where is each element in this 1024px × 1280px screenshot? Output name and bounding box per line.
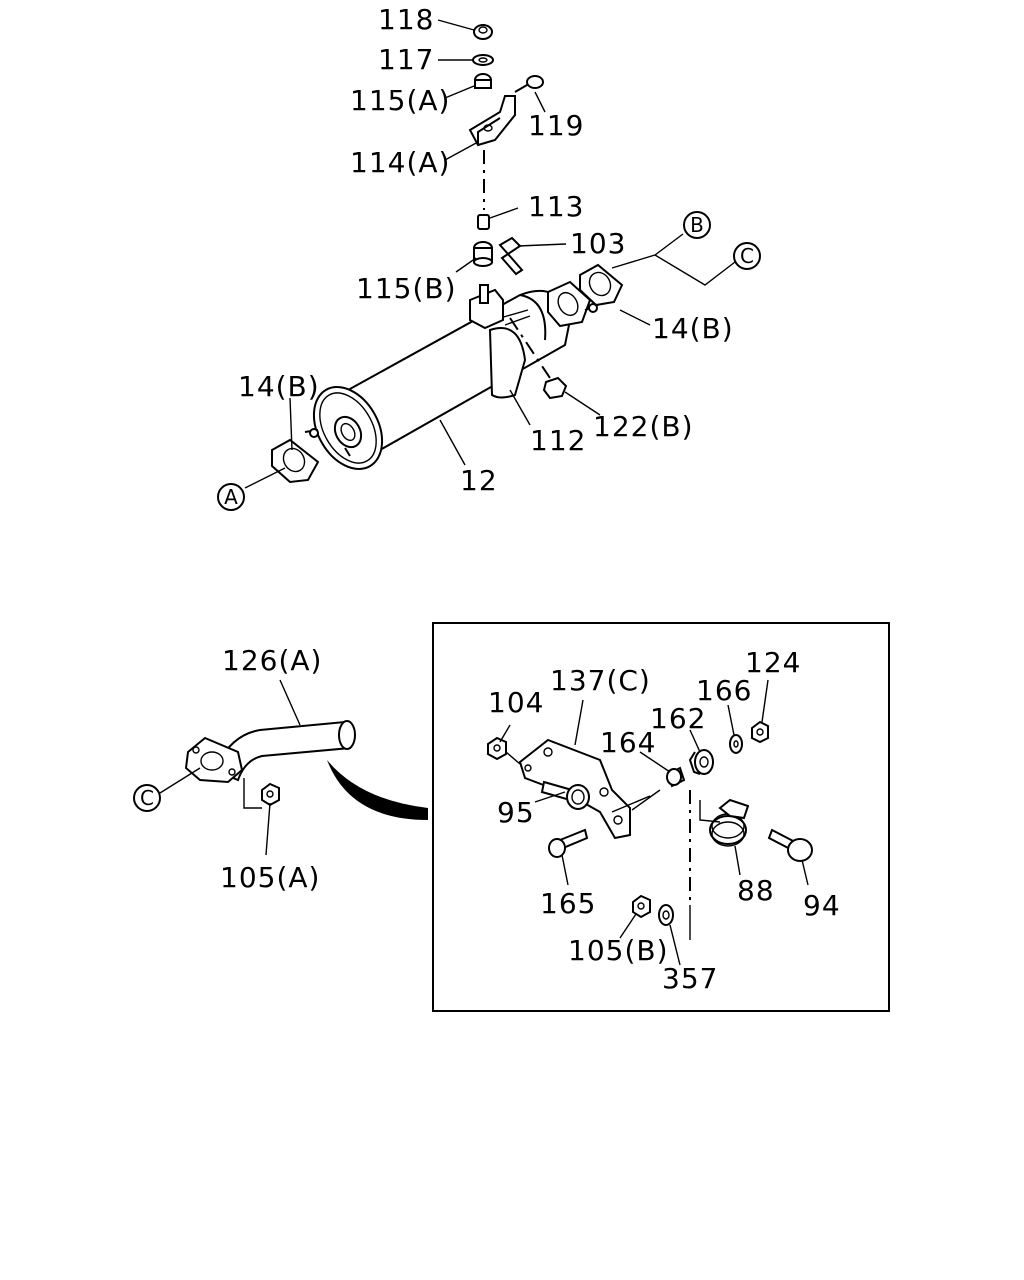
washer-357	[658, 904, 674, 926]
detail-arrow	[327, 760, 428, 820]
connector-c-bottom: C	[133, 784, 161, 812]
label-113: 113	[528, 190, 584, 223]
heat-shield	[488, 327, 527, 399]
label-137c: 137(C)	[550, 664, 651, 697]
rubber-115a	[474, 73, 492, 89]
connector-a: A	[217, 483, 245, 511]
connector-c-top: C	[733, 242, 761, 270]
bolt-103	[498, 236, 524, 276]
clamp-88	[709, 798, 750, 847]
bolt-119	[514, 75, 544, 93]
label-14b-right: 14(B)	[652, 312, 734, 345]
fastener-118	[473, 24, 493, 40]
label-88: 88	[737, 874, 775, 907]
pipe-assembly: 126(A) 105(A) C	[133, 644, 428, 894]
label-126a: 126(A)	[222, 644, 322, 677]
nut-122b	[542, 376, 568, 400]
bolt-95	[540, 780, 590, 810]
nut-124	[751, 720, 769, 744]
label-103: 103	[570, 227, 626, 260]
connector-b: B	[683, 211, 711, 239]
svg-text:C: C	[740, 244, 754, 268]
muffler-mount-post	[469, 284, 504, 330]
pin-113	[477, 214, 490, 230]
label-104: 104	[488, 686, 544, 719]
detail-frame	[432, 622, 890, 1012]
label-105a: 105(A)	[220, 861, 320, 894]
label-357: 357	[662, 962, 718, 995]
label-115b: 115(B)	[356, 272, 457, 305]
label-105b: 105(B)	[568, 934, 669, 967]
label-114a: 114(A)	[350, 146, 450, 179]
label-115a: 115(A)	[350, 84, 450, 117]
washer-166	[729, 734, 743, 754]
label-165: 165	[540, 887, 596, 920]
gasket-14b-left	[271, 438, 320, 484]
label-162: 162	[650, 702, 706, 735]
bushing-162	[688, 749, 714, 775]
label-122b: 122(B)	[593, 410, 694, 443]
bracket-114a	[468, 95, 516, 147]
nut-105a	[261, 782, 280, 807]
label-94: 94	[803, 889, 841, 922]
bolt-165	[548, 828, 589, 858]
muffler-assembly: 118 117 115(A) 119 114(A) 113 103 115(B)…	[217, 3, 761, 511]
nut-104	[487, 736, 507, 761]
bolt-94	[767, 828, 813, 862]
gasket-14b-right	[579, 263, 624, 307]
label-12: 12	[460, 464, 498, 497]
label-14b-left: 14(B)	[238, 370, 320, 403]
label-117: 117	[378, 43, 434, 76]
spacer-164	[666, 766, 686, 788]
svg-text:B: B	[690, 213, 704, 237]
svg-text:C: C	[140, 786, 154, 810]
detail-box: 137(C) 104 166 124 162 164 95 165 88 94 …	[432, 622, 890, 1012]
muffler-outlet-flange	[547, 280, 599, 328]
label-112: 112	[530, 424, 586, 457]
svg-text:A: A	[224, 485, 238, 509]
pipe-flange	[184, 736, 244, 784]
label-124: 124	[745, 646, 801, 679]
washer-117	[472, 54, 494, 66]
label-166: 166	[696, 674, 752, 707]
label-118: 118	[378, 3, 434, 36]
nut-105b	[632, 894, 651, 919]
leader-lines-top	[244, 19, 736, 489]
label-95: 95	[497, 796, 535, 829]
rubber-115b	[473, 241, 493, 267]
label-119: 119	[528, 109, 584, 142]
label-164: 164	[600, 726, 656, 759]
